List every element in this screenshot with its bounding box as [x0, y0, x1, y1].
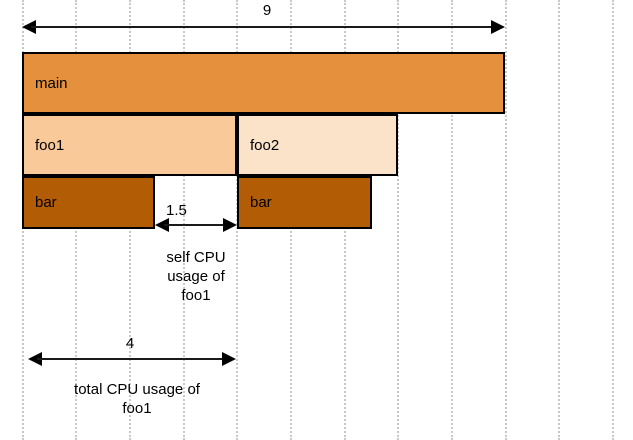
gridline-3 [183, 0, 185, 440]
dimension-value-self-cpu: 1.5 [166, 202, 187, 219]
caption-line: usage of [167, 268, 225, 285]
gridline-9 [505, 0, 507, 440]
frame-label-foo1: foo1 [35, 136, 65, 154]
frame-label-bar-under-foo1: bar [35, 194, 57, 211]
arrow-shaft [31, 26, 496, 28]
caption-line: self CPU [166, 249, 226, 266]
frame-label-bar-under-foo2: bar [250, 194, 272, 211]
dimension-caption-total-cpu: total CPU usage of foo1 [42, 380, 232, 418]
caption-line: foo1 [181, 287, 211, 304]
gridline-11 [612, 0, 614, 440]
arrowhead-right-icon [222, 352, 236, 366]
arrowhead-right-icon [223, 218, 237, 232]
dimension-value-total-width: 9 [262, 2, 272, 19]
arrowhead-left-icon [155, 218, 169, 232]
frame-foo2[interactable]: foo2 [237, 114, 398, 176]
dimension-arrow-total-width [22, 20, 505, 34]
gridline-8 [451, 0, 453, 440]
arrowhead-right-icon [491, 20, 505, 34]
frame-label-foo2: foo2 [250, 136, 280, 154]
gridline-7 [397, 0, 399, 440]
frame-bar-under-foo2[interactable]: bar [237, 176, 372, 229]
frame-label-main: main [35, 74, 68, 92]
arrowhead-left-icon [28, 352, 42, 366]
dimension-arrow-self-cpu [155, 218, 237, 232]
caption-line: total CPU usage of [74, 381, 200, 398]
gridline-10 [558, 0, 560, 440]
frame-bar-under-foo1[interactable]: bar [22, 176, 155, 229]
dimension-value-total-cpu: 4 [125, 335, 135, 352]
frame-main[interactable]: main [22, 52, 505, 114]
dimension-arrow-total-cpu [28, 352, 236, 366]
arrowhead-left-icon [22, 20, 36, 34]
frame-foo1[interactable]: foo1 [22, 114, 237, 176]
arrow-shaft [37, 358, 227, 360]
caption-line: foo1 [122, 400, 152, 417]
arrow-shaft [164, 224, 228, 226]
dimension-caption-self-cpu: self CPU usage of foo1 [136, 248, 256, 305]
